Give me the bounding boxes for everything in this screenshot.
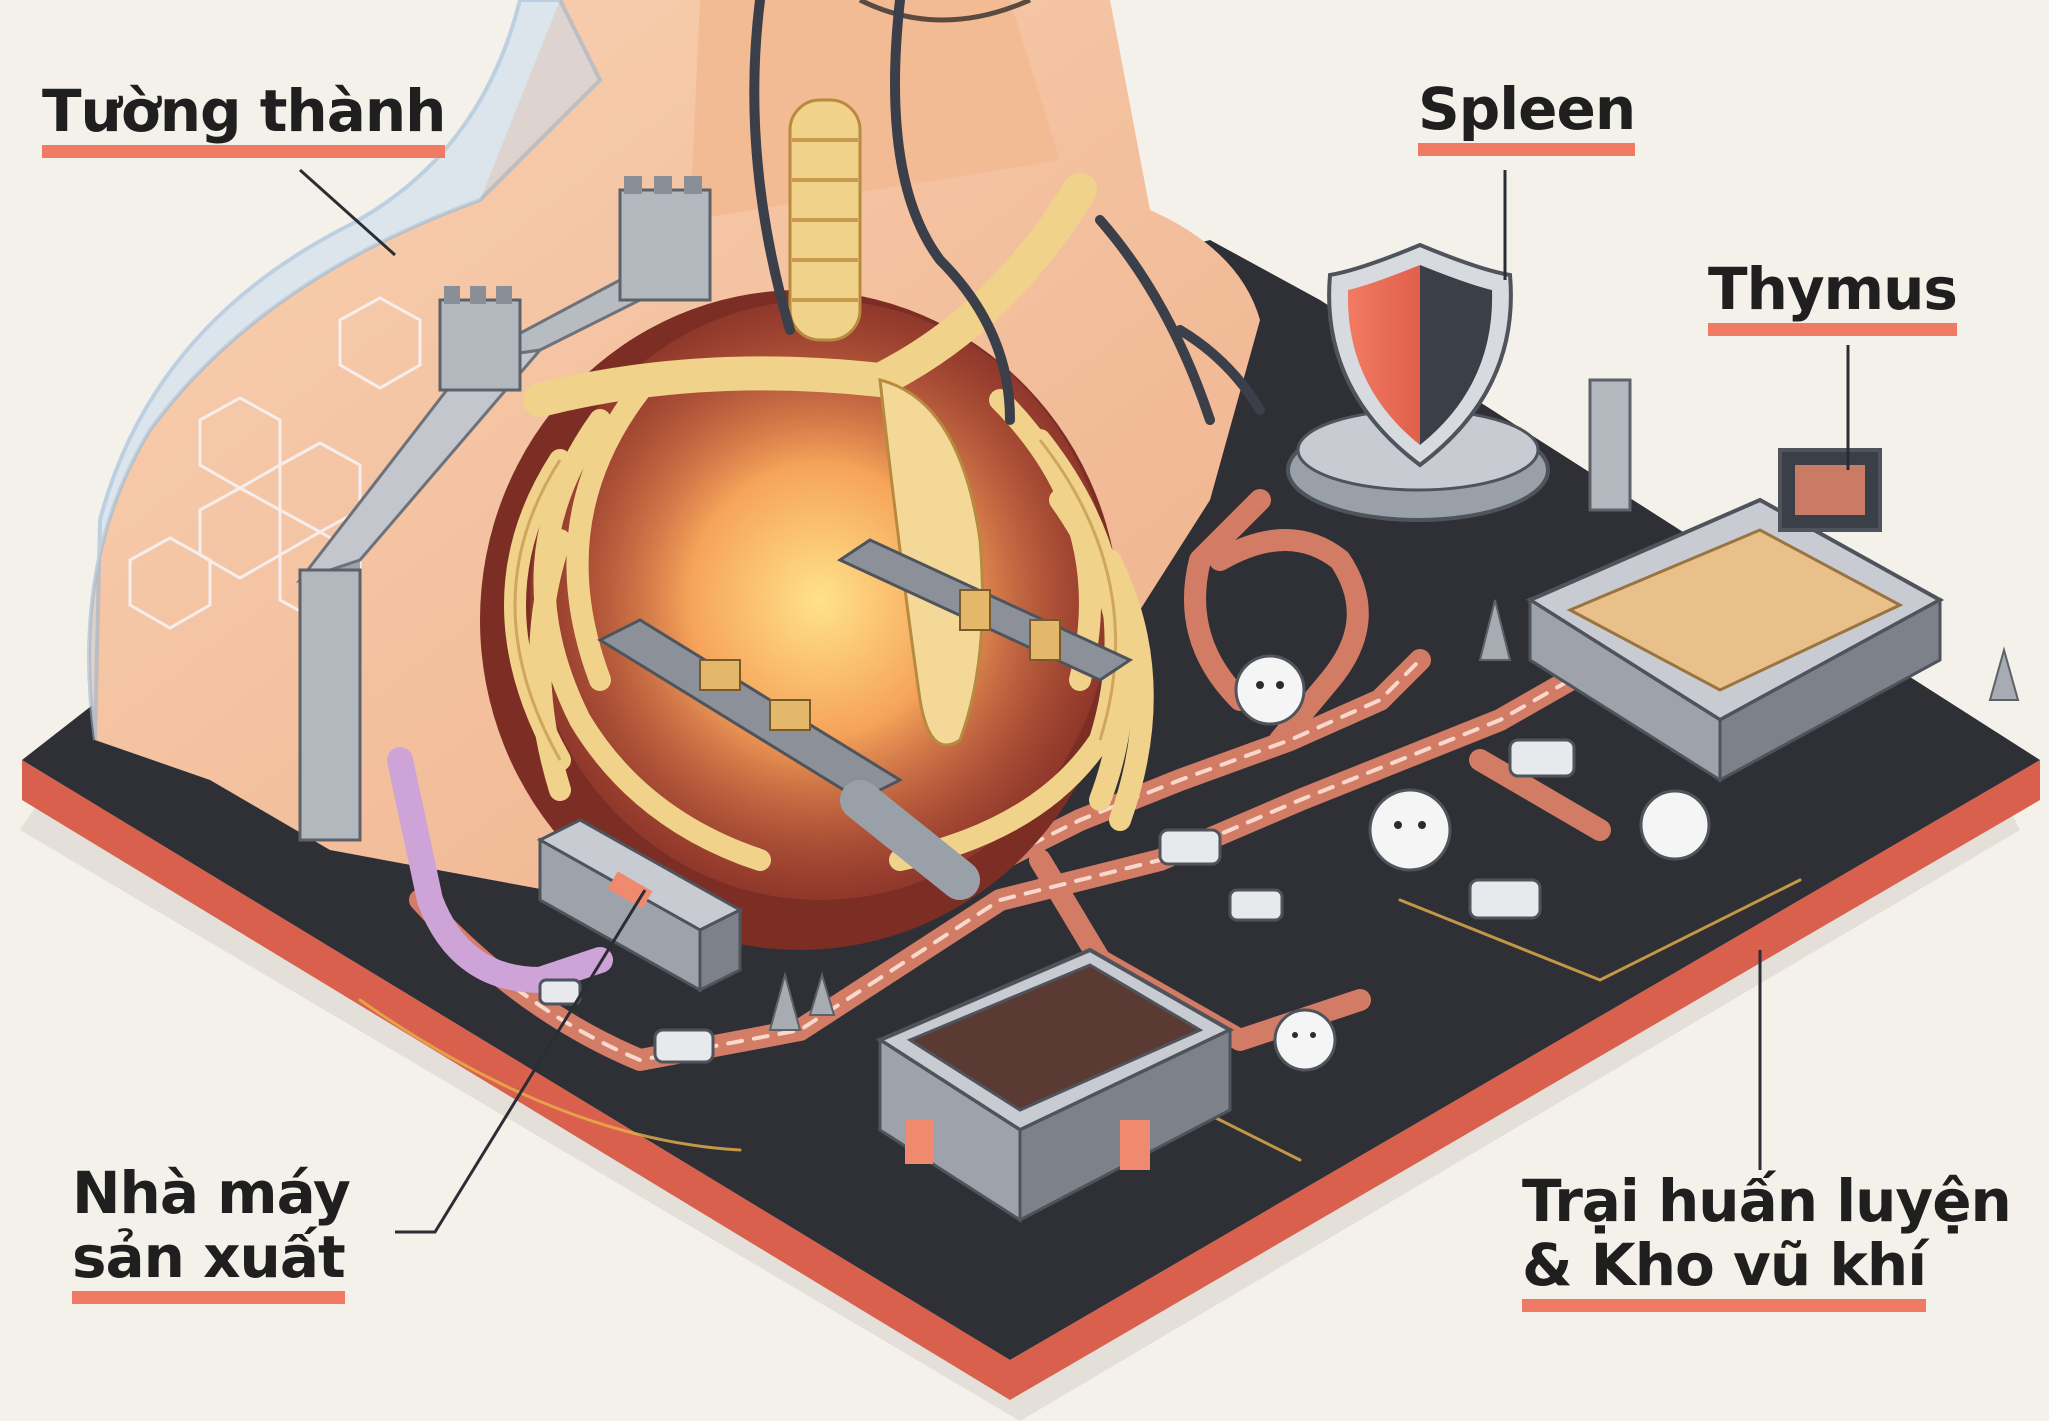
label-camp: Trại huấn luyện & Kho vũ khí [1522,1170,2011,1312]
label-camp-line1: Trại huấn luyện [1522,1170,2011,1234]
pillar [1590,380,1630,510]
label-thymus: Thymus [1708,258,1957,336]
label-wall-text: Tường thành [42,80,445,158]
label-spleen: Spleen [1418,78,1635,156]
label-spleen-text: Spleen [1418,78,1635,156]
label-wall: Tường thành [42,80,445,158]
label-factory: Nhà máy sản xuất [72,1162,350,1304]
trachea [790,100,860,340]
label-factory-line1: Nhà máy [72,1162,350,1226]
label-camp-line2: & Kho vũ khí [1522,1234,1926,1312]
label-thymus-text: Thymus [1708,258,1957,336]
label-factory-line2: sản xuất [72,1226,345,1304]
